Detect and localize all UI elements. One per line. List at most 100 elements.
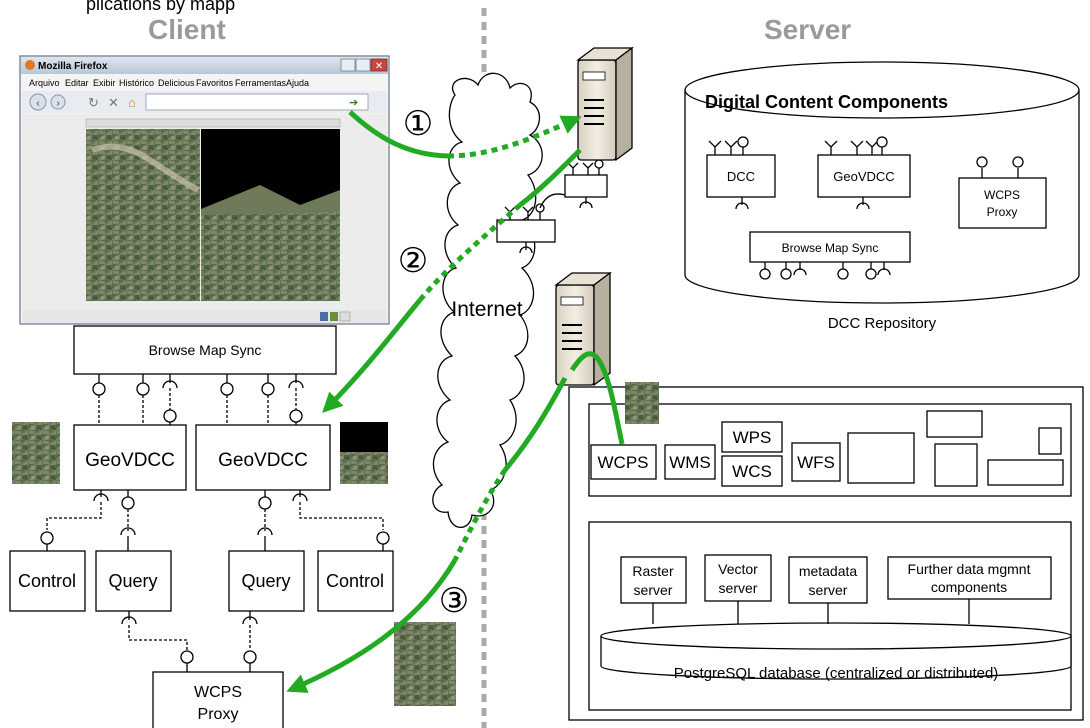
- arrow-3-solid: [503, 376, 568, 472]
- service-box-unlabeled-1: [847, 432, 915, 484]
- step-1-label: ①: [403, 105, 433, 143]
- control-right-box: [317, 550, 394, 612]
- repo-wcps-proxy-box: [958, 177, 1047, 229]
- menu-favoritos[interactable]: Favoritos: [196, 78, 234, 88]
- close-icon: ✕: [375, 61, 383, 72]
- back-arrow-icon: ‹: [36, 98, 39, 109]
- query-right-box: [228, 550, 305, 612]
- wms-service-box: [664, 444, 716, 480]
- metadata-server-line1: metadata: [799, 563, 858, 579]
- internet-label: Internet: [451, 298, 522, 321]
- service-box-unlabeled-3: [934, 443, 978, 487]
- menu-delicious[interactable]: Delicious: [158, 78, 195, 88]
- thumbnail-left: [12, 422, 60, 484]
- database-label: PostgreSQL database (centralized or dist…: [674, 665, 999, 682]
- service-box-unlabeled-5: [1038, 427, 1062, 455]
- server-top-icon: [576, 46, 634, 162]
- transfer-thumbnail: [394, 622, 456, 706]
- vector-server-line1: Vector: [718, 561, 758, 577]
- query-left-label: Query: [108, 571, 157, 591]
- raster-server-line2: server: [634, 582, 673, 598]
- menu-arquivo[interactable]: Arquivo: [29, 78, 60, 88]
- wcps-proxy-client-line2: Proxy: [198, 706, 239, 723]
- wfs-service-box: [791, 442, 841, 482]
- app-toolbar: [85, 118, 341, 128]
- repo-dcc-ports: [708, 136, 749, 210]
- step-2-label: ②: [398, 242, 428, 280]
- menu-historico[interactable]: Histórico: [119, 78, 154, 88]
- forward-button[interactable]: [50, 94, 66, 110]
- browser-title: Mozilla Firefox: [38, 61, 108, 72]
- menu-exibir[interactable]: Exibir: [93, 78, 116, 88]
- browser-window: Mozilla Firefox ✕ Arquivo Editar Exibir …: [19, 55, 390, 325]
- wcps-proxy-client-box: [152, 671, 284, 728]
- arrow-1-solid: [348, 110, 449, 159]
- repo-wcps-proxy-ports: [976, 156, 1024, 178]
- services-thumbnail: [625, 382, 659, 424]
- wps-service-box: [721, 421, 783, 453]
- raster-server-line1: Raster: [632, 563, 674, 579]
- repo-geovdcc-label: GeoVDCC: [833, 169, 894, 184]
- wfs-service-label: WFS: [797, 453, 835, 472]
- browser-menu-bar: Arquivo Editar Exibir Histórico Deliciou…: [29, 78, 309, 88]
- vector-server-box: [704, 554, 772, 602]
- browse-map-sync-ports: [92, 374, 304, 425]
- stop-icon[interactable]: ✕: [108, 95, 119, 110]
- arrow-2-solid: [518, 148, 582, 207]
- menu-editar[interactable]: Editar: [65, 78, 89, 88]
- repo-dcc-label: DCC: [727, 169, 755, 184]
- vector-server-line2: server: [719, 580, 758, 596]
- client-header: Client: [148, 14, 226, 45]
- menu-ajuda[interactable]: Ajuda: [286, 78, 309, 88]
- server-header: Server: [764, 14, 851, 45]
- repo-dcc-box: [706, 154, 776, 198]
- repo-browse-map-sync-box: [749, 231, 911, 263]
- query-to-proxy-links: [121, 611, 258, 672]
- wcs-service-box: [721, 455, 783, 487]
- repo-wcps-proxy-line2: Proxy: [987, 205, 1018, 219]
- home-icon[interactable]: ⌂: [128, 95, 136, 110]
- arrow-2-dotted: [418, 203, 522, 302]
- close-button[interactable]: [370, 58, 388, 72]
- repo-wcps-proxy-line1: WCPS: [984, 188, 1020, 202]
- address-bar[interactable]: [145, 93, 369, 111]
- service-box-unlabeled-4: [987, 459, 1064, 486]
- wps-service-label: WPS: [733, 428, 772, 447]
- server-bottom-icon: [554, 271, 612, 387]
- top-fragment-text: plications by mapp: [86, 0, 235, 14]
- cloud-component: [496, 193, 566, 254]
- firefox-icon: [25, 60, 35, 70]
- menu-ferramentas[interactable]: Ferramentas: [235, 78, 287, 88]
- geovdcc-left-label: GeoVDCC: [85, 450, 175, 471]
- go-arrow-icon[interactable]: ➔: [349, 97, 358, 109]
- raster-server-box: [620, 556, 687, 604]
- repository-caption: DCC Repository: [828, 315, 937, 332]
- query-right-label: Query: [241, 571, 290, 591]
- arrow-2-head-segment: [322, 298, 422, 413]
- metadata-server-line2: server: [809, 582, 848, 598]
- arrow-3-head-segment: [286, 558, 458, 693]
- browse-map-sync-label: Browse Map Sync: [149, 342, 262, 358]
- geovdcc-left-box: [73, 424, 187, 491]
- geovdcc-right-box: [195, 424, 331, 491]
- database-cylinder: [600, 622, 1072, 680]
- repo-browse-map-sync-ports: [759, 262, 891, 280]
- arrow-3-dotted: [452, 468, 508, 562]
- repository-title: Digital Content Components: [705, 92, 948, 112]
- back-button[interactable]: [29, 93, 47, 111]
- reload-icon[interactable]: ↻: [88, 95, 99, 110]
- maximize-button[interactable]: [355, 58, 371, 72]
- server-side-component: [564, 159, 608, 209]
- further-components-line2: components: [931, 579, 1007, 595]
- arrow-3-wcps-link: [569, 351, 625, 445]
- query-left-box: [95, 550, 172, 612]
- repo-browse-map-sync-label: Browse Map Sync: [782, 241, 879, 255]
- service-box-unlabeled-2: [926, 410, 983, 438]
- wms-service-label: WMS: [669, 453, 711, 472]
- control-left-box: [9, 550, 86, 612]
- minimize-button[interactable]: [340, 58, 356, 72]
- wcps-proxy-client-line1: WCPS: [194, 684, 242, 701]
- arrow-1-dotted: [447, 115, 582, 159]
